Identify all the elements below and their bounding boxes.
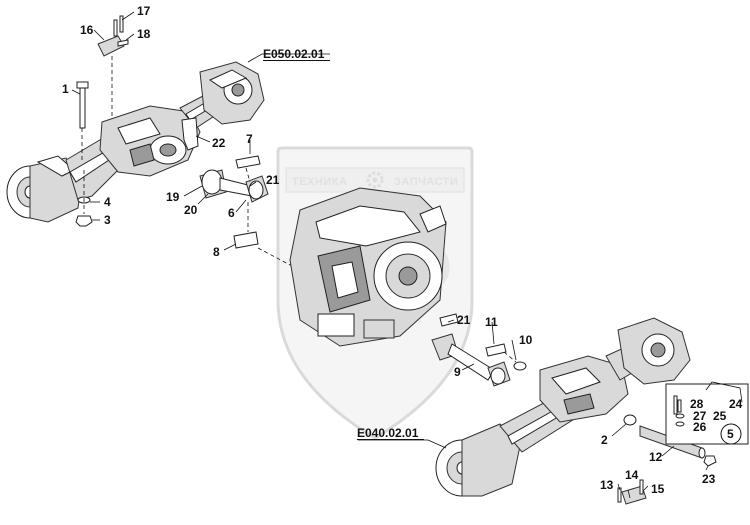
callout-27: 27: [693, 409, 707, 423]
callout-1: 1: [62, 82, 69, 96]
watermark-right-text: ЗАПЧАСТИ: [394, 176, 458, 188]
callout-24: 24: [729, 397, 743, 411]
plate-16: [97, 35, 125, 57]
reference-label-upper-axle: E050.02.01: [263, 47, 325, 61]
callout-numbers: 1 16 17 18 22 7 4 3 19 20 6 21 8 21 11 1…: [62, 4, 743, 496]
callout-16: 16: [80, 23, 94, 37]
callout-19: 19: [166, 190, 180, 204]
callout-28: 28: [690, 397, 704, 411]
washer-2: [623, 414, 637, 426]
upper-driveshaft: [199, 155, 293, 267]
callout-7: 7: [246, 132, 253, 146]
callout-9: 9: [454, 365, 461, 379]
callout-22: 22: [212, 136, 226, 150]
gear-icon: [366, 171, 384, 189]
callout-17: 17: [137, 4, 151, 18]
callout-15: 15: [651, 482, 665, 496]
callout-6: 6: [228, 206, 235, 220]
transmission-assembly: [289, 187, 447, 347]
callout-21-lower: 21: [457, 313, 471, 327]
screw-17-a: [113, 19, 118, 37]
bolt-set-7: [235, 155, 261, 169]
inset-detail-box: [665, 381, 749, 445]
callout-2: 2: [601, 433, 608, 447]
callout-8: 8: [213, 245, 220, 259]
bracket-22: [181, 117, 199, 151]
bolt-set-8: [233, 231, 259, 249]
detail-callout-circle-5: [720, 423, 742, 445]
screw-17-b: [119, 15, 124, 33]
callout-4: 4: [104, 195, 111, 209]
nut-23: [703, 455, 717, 467]
nut-3: [75, 215, 93, 227]
bolt-set-11: [485, 343, 507, 357]
callout-12: 12: [649, 450, 663, 464]
fitting-28: [673, 395, 678, 415]
lower-axle-central-housing: [539, 355, 629, 423]
callout-23: 23: [702, 472, 716, 486]
leader-lines: [71, 11, 709, 499]
callout-25: 25: [713, 409, 727, 423]
callout-5: 5: [727, 427, 734, 441]
shaft-9: [447, 343, 495, 381]
callout-18: 18: [137, 27, 151, 41]
bolt-13: [617, 487, 622, 503]
callout-13: 13: [600, 478, 614, 492]
callout-14: 14: [625, 468, 639, 482]
callout-10: 10: [519, 333, 533, 347]
bolt-15: [639, 479, 644, 495]
oring-26: [675, 421, 685, 427]
oring-27: [675, 413, 685, 419]
washer-10: [513, 361, 527, 371]
callout-26: 26: [693, 420, 707, 434]
lower-axle-assembly: [435, 317, 717, 505]
callout-21-upper: 21: [266, 173, 280, 187]
lower-driveshaft: [431, 313, 527, 387]
callout-20: 20: [184, 203, 198, 217]
callout-11: 11: [485, 315, 498, 329]
washer-18: [117, 39, 129, 47]
reference-label-lower-axle: E040.02.01: [357, 426, 419, 440]
bolt-1: [79, 85, 86, 129]
watermark-left-text: ТЕХНИКА: [292, 176, 347, 188]
callout-3: 3: [104, 213, 111, 227]
cross-21-lower: [439, 313, 459, 327]
upper-axle-assembly: [6, 15, 265, 227]
